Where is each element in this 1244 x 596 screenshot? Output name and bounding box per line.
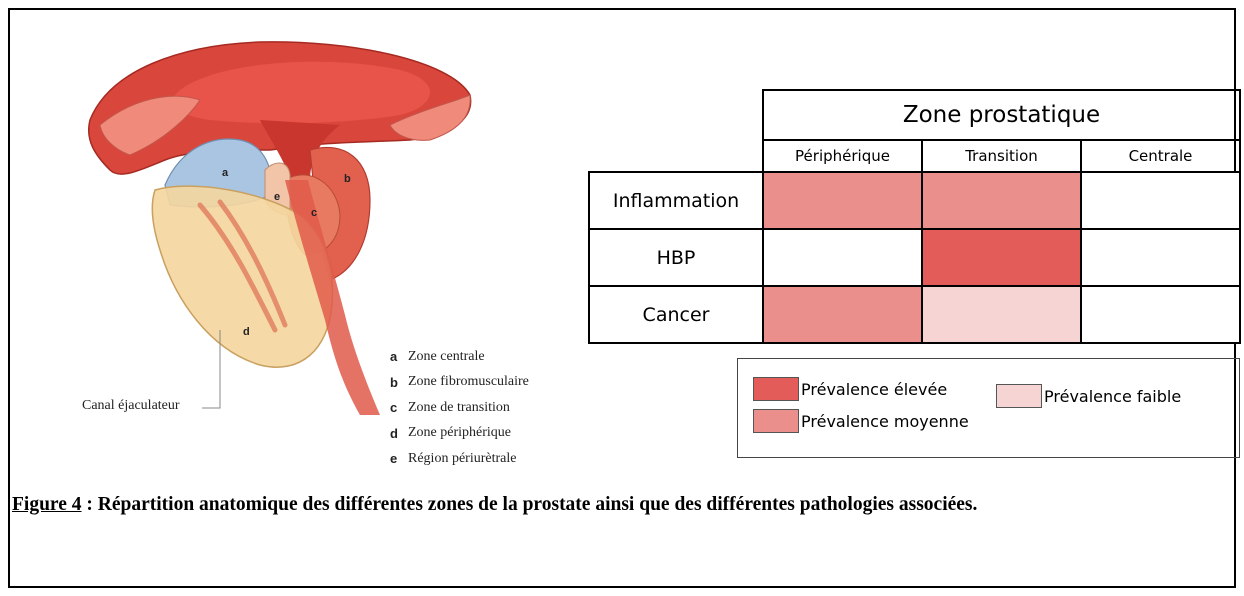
prevalence-cell [1080, 171, 1241, 230]
ejaculatory-duct [197, 199, 288, 333]
legend-item-elevee: Prévalence élevée [753, 377, 947, 401]
table-row: Cancer [588, 285, 1241, 344]
zone-label-c: c [311, 207, 317, 219]
urethra [285, 180, 380, 415]
zone-label-e: e [274, 191, 280, 203]
swatch-elevee [753, 377, 799, 401]
zone-label-d: d [243, 326, 250, 338]
swatch-moyenne [753, 409, 799, 433]
table-header-zone: Zone prostatique [762, 89, 1241, 141]
bladder-mucosa-right [389, 94, 471, 141]
figure-number: Figure 4 [12, 494, 82, 515]
legend-item-faible: Prévalence faible [996, 384, 1181, 408]
row-header: HBP [588, 228, 764, 287]
prevalence-table: Zone prostatique Périphérique Transition… [588, 89, 1241, 344]
prevalence-cell [921, 171, 1082, 230]
prevalence-cell [1080, 228, 1241, 287]
row-header: Cancer [588, 285, 764, 344]
prevalence-cell [921, 285, 1082, 344]
row-header: Inflammation [588, 171, 764, 230]
zone-label-a: a [222, 167, 229, 179]
urethra-neck [260, 120, 340, 180]
canal-leader-line [202, 330, 221, 409]
prevalence-cell [762, 171, 923, 230]
bladder-mucosa [99, 95, 201, 156]
prostate-anatomy-illustration: a e b c d [88, 41, 472, 415]
column-header: Périphérique [762, 139, 923, 173]
prevalence-cell [921, 228, 1082, 287]
table-row: HBP [588, 228, 1241, 287]
table-row: Inflammation [588, 171, 1241, 230]
canal-ejaculateur-label: Canal éjaculateur [82, 398, 180, 413]
prevalence-legend: Prévalence élevée Prévalence moyenne Pré… [737, 358, 1240, 458]
column-header: Centrale [1080, 139, 1241, 173]
column-header: Transition [921, 139, 1082, 173]
legend-item-moyenne: Prévalence moyenne [753, 409, 969, 433]
zone-label-b: b [344, 173, 351, 185]
swatch-faible [996, 384, 1042, 408]
figure-caption: Figure 4 : Répartition anatomique des di… [12, 492, 1222, 518]
zone-d [151, 185, 334, 368]
caption-text: : Répartition anatomique des différentes… [81, 494, 978, 515]
prevalence-cell [762, 228, 923, 287]
bladder-inner [173, 61, 430, 124]
prevalence-cell [762, 285, 923, 344]
prevalence-cell [1080, 285, 1241, 344]
